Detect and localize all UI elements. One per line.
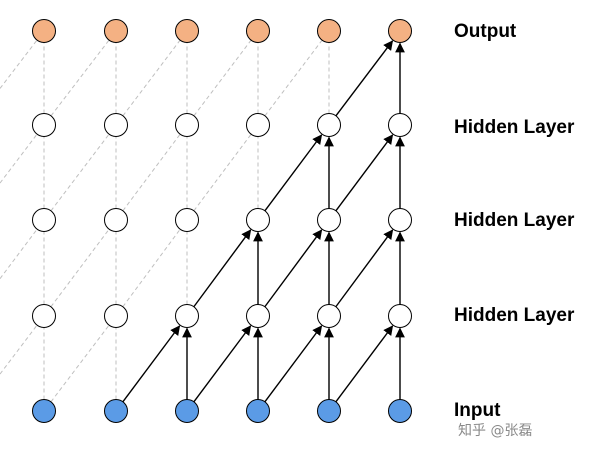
watermark: 知乎 @张磊 bbox=[458, 423, 533, 439]
output-node bbox=[104, 19, 128, 43]
inactive-edge-diagonal bbox=[122, 228, 181, 308]
inactive-edge-diagonal bbox=[264, 39, 323, 117]
hidden-node bbox=[104, 304, 128, 328]
active-edge-arrow bbox=[335, 134, 394, 212]
hidden-node bbox=[104, 113, 128, 137]
layer-label-hidden-3: Hidden Layer bbox=[454, 117, 575, 138]
hidden-node bbox=[175, 113, 199, 137]
hidden-node bbox=[246, 304, 270, 328]
hidden-node bbox=[104, 208, 128, 232]
inactive-edge-diagonal bbox=[0, 324, 38, 375]
hidden-node bbox=[317, 304, 341, 328]
input-node bbox=[246, 399, 270, 423]
active-edge-arrow bbox=[335, 325, 394, 403]
output-node bbox=[388, 19, 412, 43]
active-edge-arrow bbox=[335, 40, 394, 117]
inactive-edge-diagonal bbox=[122, 39, 181, 117]
output-node bbox=[317, 19, 341, 43]
inactive-edge-diagonal bbox=[0, 133, 38, 184]
active-edge-arrow bbox=[193, 229, 252, 308]
active-edge-arrow bbox=[122, 325, 181, 403]
output-node bbox=[246, 19, 270, 43]
inactive-edge-diagonal bbox=[50, 133, 110, 212]
inactive-edge-diagonal bbox=[193, 133, 252, 212]
inactive-edge-diagonal bbox=[50, 39, 110, 117]
output-node bbox=[32, 19, 56, 43]
inactive-edges bbox=[0, 39, 330, 403]
hidden-node bbox=[175, 304, 199, 328]
hidden-node bbox=[317, 208, 341, 232]
output-node bbox=[175, 19, 199, 43]
layer-label-hidden-1: Hidden Layer bbox=[454, 305, 575, 326]
hidden-node bbox=[175, 208, 199, 232]
layer-label-output: Output bbox=[454, 21, 517, 42]
input-node bbox=[175, 399, 199, 423]
hidden-node bbox=[388, 304, 412, 328]
input-node bbox=[317, 399, 341, 423]
hidden-node bbox=[246, 208, 270, 232]
hidden-node bbox=[388, 113, 412, 137]
hidden-node bbox=[32, 304, 56, 328]
active-edge-arrow bbox=[264, 134, 323, 212]
active-edges bbox=[122, 40, 405, 403]
inactive-edge-diagonal bbox=[0, 228, 38, 279]
input-node bbox=[388, 399, 412, 423]
inactive-edge-diagonal bbox=[0, 39, 38, 89]
active-edge-arrow bbox=[193, 325, 252, 403]
hidden-node bbox=[32, 208, 56, 232]
nodes bbox=[32, 19, 412, 423]
inactive-edge-diagonal bbox=[122, 133, 181, 212]
layer-label-hidden-2: Hidden Layer bbox=[454, 210, 575, 231]
hidden-node bbox=[388, 208, 412, 232]
active-edge-arrow bbox=[264, 325, 323, 403]
hidden-node bbox=[317, 113, 341, 137]
inactive-edge-diagonal bbox=[193, 39, 252, 117]
inactive-edge-diagonal bbox=[50, 228, 110, 308]
input-node bbox=[104, 399, 128, 423]
hidden-node bbox=[32, 113, 56, 137]
active-edge-arrow bbox=[264, 229, 323, 308]
input-node bbox=[32, 399, 56, 423]
active-edge-arrow bbox=[335, 229, 394, 308]
inactive-edge-diagonal bbox=[50, 324, 110, 403]
hidden-node bbox=[246, 113, 270, 137]
layer-label-input: Input bbox=[454, 400, 501, 421]
